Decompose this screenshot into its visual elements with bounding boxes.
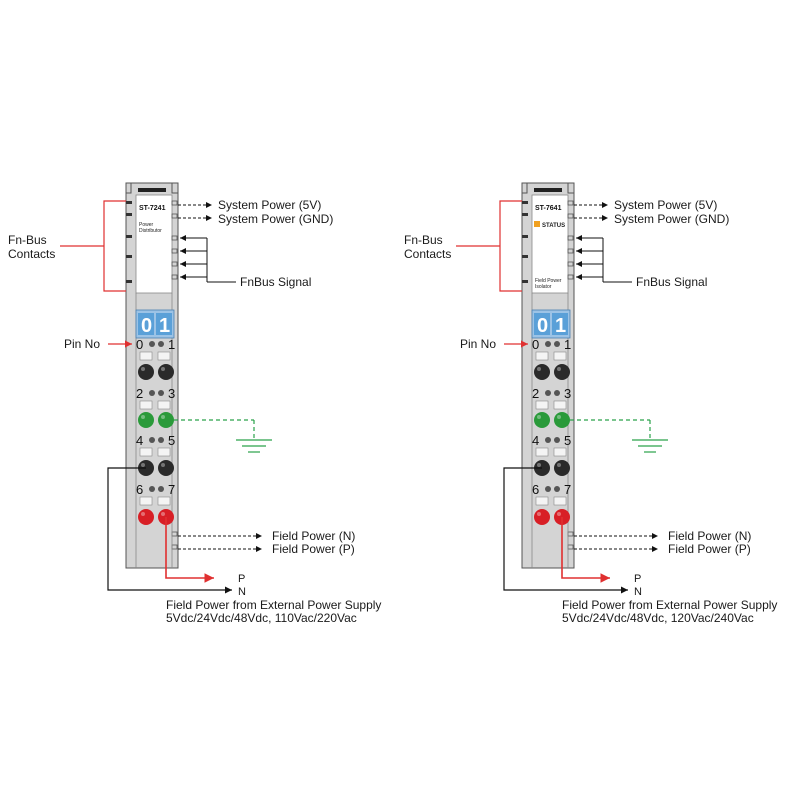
wire-p xyxy=(165,517,214,583)
system-power-5v-label: System Power (5V) xyxy=(218,198,321,212)
voltages-label: 5Vdc/24Vdc/48Vdc, 110Vac/220Vac xyxy=(166,611,357,625)
display-digit-0: 0 xyxy=(537,315,548,337)
fnbus-contacts xyxy=(126,201,132,283)
display-digit-0: 0 xyxy=(141,315,152,337)
module-st-7641: ST-7641 STATUS Field Power Isolator 0 1 … xyxy=(404,182,777,625)
pin-numbers: 0 1 2 3 4 5 6 7 xyxy=(136,337,175,497)
fnbus-bracket xyxy=(499,200,522,292)
fnbus-signal-label: FnBus Signal xyxy=(240,275,311,289)
system-power-gnd-label: System Power (GND) xyxy=(614,212,729,226)
module-name-line2: Isolator xyxy=(535,284,552,290)
field-power-n-label: Field Power (N) xyxy=(272,529,355,543)
terminal-1 xyxy=(158,364,174,380)
module-name-line2: Distributor xyxy=(139,228,162,234)
ground-icon xyxy=(174,419,272,453)
status-led-icon xyxy=(534,221,540,227)
svg-text:0: 0 xyxy=(532,337,539,352)
svg-text:1: 1 xyxy=(168,337,175,352)
label-plate xyxy=(135,194,173,294)
terminal-holes xyxy=(138,364,174,525)
label-plate xyxy=(531,194,569,294)
svg-text:1: 1 xyxy=(564,337,571,352)
terminal-5 xyxy=(158,460,174,476)
module-st-7241: ST-7241 Power Distributor 0 1 0 1 2 xyxy=(8,182,381,625)
svg-text:5: 5 xyxy=(564,433,571,448)
display-digit-1: 1 xyxy=(555,315,566,337)
terminal-2 xyxy=(534,412,550,428)
terminal-0 xyxy=(534,364,550,380)
svg-text:2: 2 xyxy=(136,386,143,401)
field-power-p-label: Field Power (P) xyxy=(668,542,751,556)
module-model: ST-7641 xyxy=(535,205,562,212)
voltages-label: 5Vdc/24Vdc/48Vdc, 120Vac/240Vac xyxy=(562,611,754,625)
p-label: P xyxy=(238,573,245,585)
field-power-p-label: Field Power (P) xyxy=(272,542,355,556)
ground-icon xyxy=(570,419,668,453)
fnbus-contacts-label-2: Contacts xyxy=(404,247,451,261)
fnbus-bracket xyxy=(103,200,126,292)
svg-text:3: 3 xyxy=(168,386,175,401)
fnbus-contacts-label-1: Fn-Bus xyxy=(404,233,443,247)
n-label: N xyxy=(238,586,246,598)
terminal-3 xyxy=(158,412,174,428)
n-label: N xyxy=(634,586,642,598)
svg-text:6: 6 xyxy=(136,482,143,497)
svg-text:0: 0 xyxy=(136,337,143,352)
wire-n xyxy=(503,467,628,594)
display-digit-1: 1 xyxy=(159,315,170,337)
svg-text:4: 4 xyxy=(532,433,539,448)
svg-text:5: 5 xyxy=(168,433,175,448)
terminal-3 xyxy=(554,412,570,428)
terminal-6 xyxy=(534,509,550,525)
svg-text:7: 7 xyxy=(168,482,175,497)
pin-no-label: Pin No xyxy=(64,337,100,351)
system-power-5v-label: System Power (5V) xyxy=(614,198,717,212)
external-supply-label: Field Power from External Power Supply xyxy=(562,598,777,612)
svg-text:7: 7 xyxy=(564,482,571,497)
fnbus-contacts xyxy=(522,201,528,283)
fnbus-contacts-label-2: Contacts xyxy=(8,247,55,261)
module-name-line1: Field Power xyxy=(535,278,562,284)
terminal-6 xyxy=(138,509,154,525)
terminal-0 xyxy=(138,364,154,380)
terminal-2 xyxy=(138,412,154,428)
fnbus-contacts-label-1: Fn-Bus xyxy=(8,233,47,247)
field-power-n-label: Field Power (N) xyxy=(668,529,751,543)
svg-text:6: 6 xyxy=(532,482,539,497)
p-label: P xyxy=(634,573,641,585)
module-name-line1: Power xyxy=(139,222,154,228)
terminal-1 xyxy=(554,364,570,380)
external-supply-label: Field Power from External Power Supply xyxy=(166,598,381,612)
wire-n xyxy=(107,467,232,594)
svg-text:3: 3 xyxy=(564,386,571,401)
terminal-5 xyxy=(554,460,570,476)
svg-text:2: 2 xyxy=(532,386,539,401)
system-power-gnd-label: System Power (GND) xyxy=(218,212,333,226)
wire-p xyxy=(561,517,610,583)
pin-numbers: 0 1 2 3 4 5 6 7 xyxy=(532,337,571,497)
pin-no-label: Pin No xyxy=(460,337,496,351)
status-label: STATUS xyxy=(542,223,565,229)
module-model: ST-7241 xyxy=(139,205,166,212)
fnbus-signal-label: FnBus Signal xyxy=(636,275,707,289)
svg-text:4: 4 xyxy=(136,433,143,448)
